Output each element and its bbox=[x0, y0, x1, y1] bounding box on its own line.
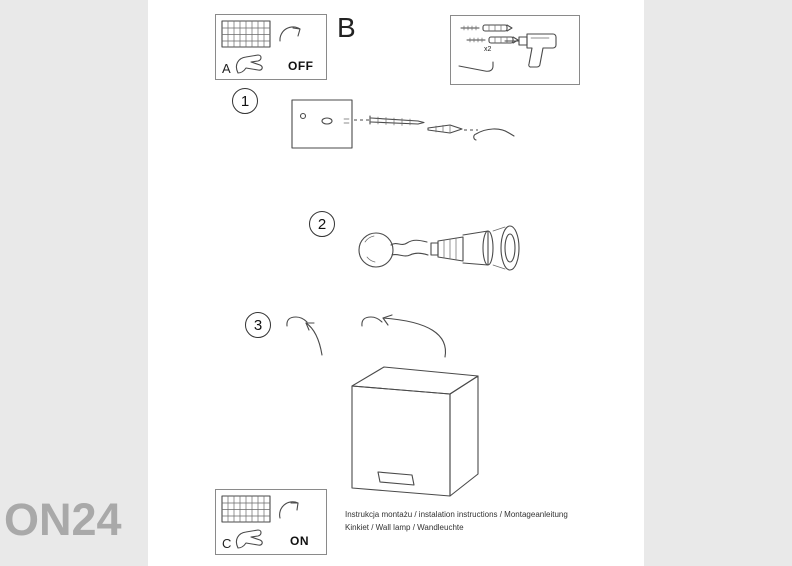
panel-a: OFF A bbox=[215, 14, 327, 80]
rotate-arrow-icon bbox=[279, 501, 299, 519]
step-2-badge: 2 bbox=[309, 211, 335, 237]
wall-plug-icon bbox=[482, 24, 513, 32]
wall-anchor-icon bbox=[427, 124, 463, 134]
watermark: ON24 bbox=[4, 494, 122, 545]
step-1-badge: 1 bbox=[232, 88, 258, 114]
light-switch-icon bbox=[221, 20, 271, 48]
hook-icon bbox=[458, 61, 494, 72]
screw-icon bbox=[460, 25, 480, 31]
wall-hook-icon bbox=[473, 128, 515, 141]
panel-c-label: C bbox=[222, 536, 232, 551]
ceiling-canopy-icon bbox=[358, 232, 394, 268]
wall-plug-icon bbox=[488, 36, 519, 44]
switch-on-illustration bbox=[221, 495, 299, 549]
footer-line1: Instrukcja montażu / instalation instruc… bbox=[345, 510, 568, 519]
instruction-page: OFF A B bbox=[148, 0, 644, 566]
wall-hook-icon bbox=[286, 316, 308, 327]
hooks-arrows-diagram bbox=[286, 314, 447, 358]
panel-c: ON C bbox=[215, 489, 327, 555]
step-3-badge: 3 bbox=[245, 312, 271, 338]
switch-off-illustration bbox=[221, 20, 301, 74]
cube-lamp-diagram bbox=[351, 366, 479, 497]
mounting-plate-icon bbox=[291, 99, 353, 149]
socket-ring-icon bbox=[492, 225, 520, 271]
cube-wall-lamp-icon bbox=[351, 366, 479, 497]
lamp-opening-icon bbox=[377, 471, 415, 486]
quantity-label: x2 bbox=[484, 46, 492, 53]
on-label: ON bbox=[290, 534, 309, 548]
screw-icon bbox=[369, 115, 425, 126]
rotate-arrow-icon bbox=[279, 26, 301, 42]
panel-a-label: A bbox=[222, 61, 231, 76]
section-label-b: B bbox=[337, 12, 356, 43]
hand-icon bbox=[235, 54, 263, 74]
step-1-number: 1 bbox=[240, 92, 250, 110]
bulb-holder-icon bbox=[430, 230, 494, 266]
drill-icon bbox=[504, 33, 557, 68]
step-2-number: 2 bbox=[317, 215, 327, 233]
parts-box: x2 bbox=[450, 15, 580, 85]
wall-hook-icon bbox=[361, 316, 383, 327]
footer-text: Instrukcja montażu / instalation instruc… bbox=[345, 508, 625, 534]
footer-line2: Kinkiet / Wall lamp / Wandleuchte bbox=[345, 523, 464, 532]
step-3-number: 3 bbox=[253, 316, 263, 334]
screw-icon bbox=[466, 37, 486, 43]
lamp-socket-diagram bbox=[358, 225, 520, 271]
curved-arrow-icon bbox=[305, 322, 323, 356]
curved-arrow-icon bbox=[382, 314, 447, 358]
mounting-plate-diagram bbox=[291, 99, 515, 149]
light-switch-icon bbox=[221, 495, 271, 523]
hand-icon bbox=[235, 529, 263, 549]
parts-illustration bbox=[458, 24, 557, 72]
wires-icon bbox=[390, 239, 429, 257]
off-label: OFF bbox=[288, 59, 314, 73]
